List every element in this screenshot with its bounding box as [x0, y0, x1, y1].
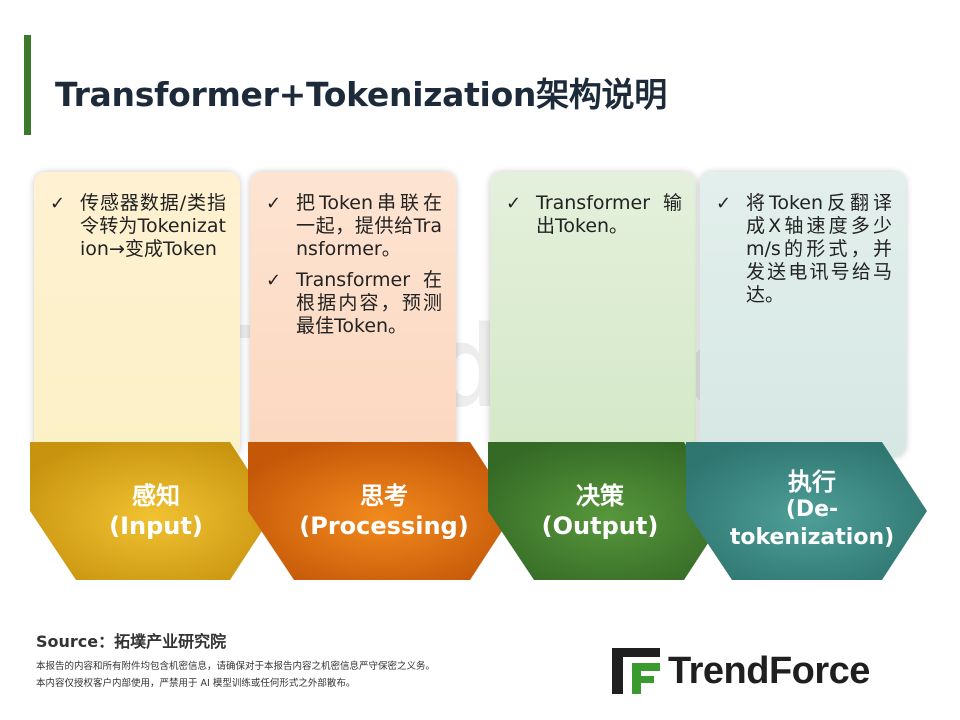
step-sub: (Input) — [109, 512, 203, 540]
step-label-detokenization: 执行 (De- tokenization) — [722, 468, 902, 552]
step-sub: (Output) — [541, 512, 659, 540]
step-name: 感知 — [132, 482, 180, 510]
disclaimer-line-2: 本内容仅授权客户内部使用，严禁用于 AI 模型训练或任何形式之外部散布。 — [36, 678, 356, 689]
card-processing: 把Token串联在一起，提供给Transformer。 Transformer在… — [250, 172, 456, 457]
card-processing-item-2: Transformer在根据内容，预测最佳Token。 — [266, 269, 442, 338]
card-input-item: 传感器数据/类指令转为Tokenization→变成Token — [50, 192, 226, 261]
step-arrow-output — [488, 442, 729, 580]
page-title: Transformer+Tokenization架构说明 — [55, 75, 667, 114]
step-arrow-input — [30, 442, 275, 580]
step-arrow-processing — [248, 442, 515, 580]
step-sub-2: tokenization) — [729, 525, 895, 550]
card-input: 传感器数据/类指令转为Tokenization→变成Token — [34, 172, 240, 457]
disclaimer-line-1: 本报告的内容和所有附件均包含机密信息，请确保对于本报告内容之机密信息严守保密之义… — [36, 661, 436, 672]
logo-text: TrendForce — [668, 649, 870, 692]
step-sub: (Processing) — [299, 512, 469, 540]
card-detokenization-item: 将Token反翻译成X轴速度多少m/s的形式，并发送电讯号给马达。 — [716, 192, 892, 307]
step-sub-1: (De- — [785, 497, 839, 522]
card-output-item: Transformer输出Token。 — [506, 192, 682, 238]
title-accent-bar — [24, 35, 31, 135]
step-name: 决策 — [576, 482, 624, 510]
card-processing-item-1: 把Token串联在一起，提供给Transformer。 — [266, 192, 442, 261]
card-detokenization: 将Token反翻译成X轴速度多少m/s的形式，并发送电讯号给马达。 — [700, 172, 906, 457]
source-line: Source：拓墣产业研究院 — [36, 632, 227, 651]
step-label-processing: 思考 (Processing) — [294, 481, 474, 541]
card-output: Transformer输出Token。 — [490, 172, 696, 457]
step-arrow-detokenization — [686, 442, 927, 580]
step-name: 思考 — [360, 482, 408, 510]
trendforce-logo: TrendForce — [612, 648, 870, 694]
step-name: 执行 — [788, 468, 836, 496]
step-label-input: 感知 (Input) — [86, 481, 226, 541]
step-label-output: 决策 (Output) — [530, 481, 670, 541]
trendforce-logo-icon — [612, 648, 660, 694]
